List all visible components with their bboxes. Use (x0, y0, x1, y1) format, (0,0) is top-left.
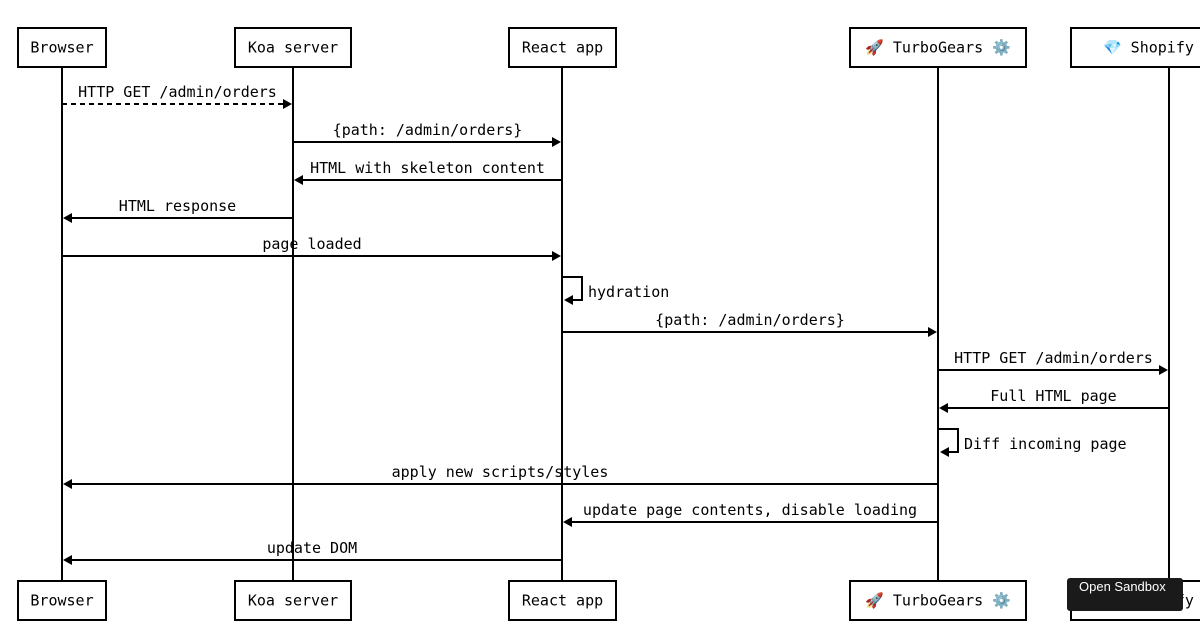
participant-react-bottom: React app (508, 580, 617, 621)
participant-label: 💎 Shopify core (1103, 39, 1200, 57)
participant-box (508, 580, 617, 621)
self-message-arrow (938, 428, 959, 453)
message-label: {path: /admin/orders} (655, 311, 845, 329)
message-3: HTML with skeleton content (294, 159, 562, 185)
participant-label: Browser (30, 39, 93, 57)
arrowhead (928, 327, 937, 337)
participant-box (849, 27, 1027, 68)
arrowhead (564, 295, 573, 305)
arrowhead (63, 213, 72, 223)
participant-turbo-bottom: 🚀 TurboGears ⚙️ (849, 580, 1027, 621)
message-2: {path: /admin/orders} (293, 121, 561, 147)
message-11: apply new scripts/styles (63, 463, 938, 489)
participant-react-top: React app (508, 27, 617, 68)
message-9: Full HTML page (939, 387, 1169, 413)
message-label: Full HTML page (990, 387, 1116, 405)
participant-koa-top: Koa server (234, 27, 352, 68)
message-label: page loaded (262, 235, 361, 253)
participant-koa-bottom: Koa server (234, 580, 352, 621)
message-label: HTTP GET /admin/orders (954, 349, 1153, 367)
arrowhead (294, 175, 303, 185)
arrowhead (63, 555, 72, 565)
message-label: Diff incoming page (964, 435, 1127, 453)
participant-box (17, 27, 107, 68)
arrowhead (63, 479, 72, 489)
participant-box (1070, 27, 1200, 68)
message-label: update DOM (267, 539, 357, 557)
open-sandbox-button[interactable]: Open Sandbox (1067, 578, 1183, 611)
arrowhead (552, 251, 561, 261)
message-6: hydration (562, 276, 669, 305)
message-label: {path: /admin/orders} (333, 121, 523, 139)
participant-browser-bottom: Browser (17, 580, 107, 621)
participant-box (234, 27, 352, 68)
participant-box (849, 580, 1027, 621)
participant-label: React app (522, 39, 603, 57)
message-4: HTML response (63, 197, 293, 223)
participant-label: Browser (30, 592, 93, 610)
self-message-arrow (562, 276, 583, 301)
lifelines (61, 67, 1170, 581)
message-12: update page contents, disable loading (563, 501, 938, 527)
participant-label: React app (522, 592, 603, 610)
message-label: hydration (588, 283, 669, 301)
arrowhead (283, 99, 292, 109)
participant-label: 🚀 TurboGears ⚙️ (865, 592, 1011, 610)
arrowhead (1159, 365, 1168, 375)
arrowhead (563, 517, 572, 527)
message-label: update page contents, disable loading (583, 501, 917, 519)
message-label: HTTP GET /admin/orders (78, 83, 277, 101)
arrowhead (939, 403, 948, 413)
message-5: page loaded (62, 235, 561, 261)
participant-turbo-top: 🚀 TurboGears ⚙️ (849, 27, 1027, 68)
message-label: HTML with skeleton content (310, 159, 545, 177)
message-10: Diff incoming page (938, 428, 1127, 457)
participant-label: Koa server (248, 39, 338, 57)
message-1: HTTP GET /admin/orders (62, 83, 292, 109)
participant-label: 🚀 TurboGears ⚙️ (865, 39, 1011, 57)
message-label: apply new scripts/styles (392, 463, 609, 481)
message-label: HTML response (119, 197, 236, 215)
participant-shopify-top: 💎 Shopify core (1070, 27, 1200, 68)
arrowhead (940, 447, 949, 457)
messages: HTTP GET /admin/orders {path: /admin/orde… (62, 83, 1169, 565)
participant-label: Koa server (248, 592, 338, 610)
participant-box (508, 27, 617, 68)
arrowhead (552, 137, 561, 147)
message-7: {path: /admin/orders} (562, 311, 937, 337)
participant-box (234, 580, 352, 621)
participant-box (17, 580, 107, 621)
message-8: HTTP GET /admin/orders (938, 349, 1168, 375)
participant-browser-top: Browser (17, 27, 107, 68)
message-13: update DOM (63, 539, 562, 565)
